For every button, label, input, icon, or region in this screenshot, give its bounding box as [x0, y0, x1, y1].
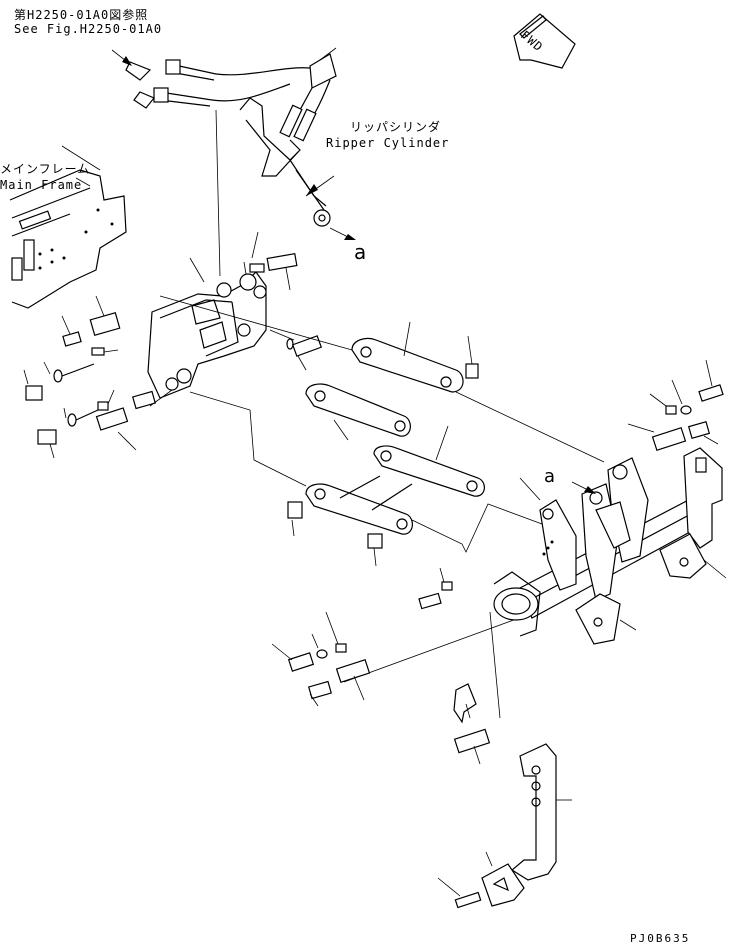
ripper-cylinder-label-en: Ripper Cylinder: [326, 136, 450, 150]
ripper-shank: [437, 743, 572, 909]
mounting-bracket: [147, 109, 267, 399]
see-fig-ref-en: See Fig.H2250-01A0: [14, 22, 163, 36]
links-center: [249, 231, 485, 567]
main-frame-label-jp: メインフレーム: [0, 162, 91, 176]
hardware-right: [627, 359, 724, 452]
main-frame-group: [9, 145, 127, 309]
see-fig-ref-jp: 第H2250-01A0図参照: [14, 8, 149, 22]
ripper-cylinder-group: [111, 47, 356, 240]
fwd-arrow-icon: [513, 13, 576, 69]
main-frame-label-en: Main Frame: [0, 178, 83, 192]
reference-a-upper: a: [354, 240, 367, 264]
connector-lines: [159, 295, 605, 719]
drawing-code: PJ0B635: [630, 932, 691, 945]
ripper-beam: [493, 447, 727, 645]
hardware-lower: [271, 567, 491, 765]
reference-a-lower: a: [544, 466, 556, 487]
hardware-left: [23, 295, 173, 459]
ripper-cylinder-label-jp: リッパシリンダ: [350, 120, 442, 134]
